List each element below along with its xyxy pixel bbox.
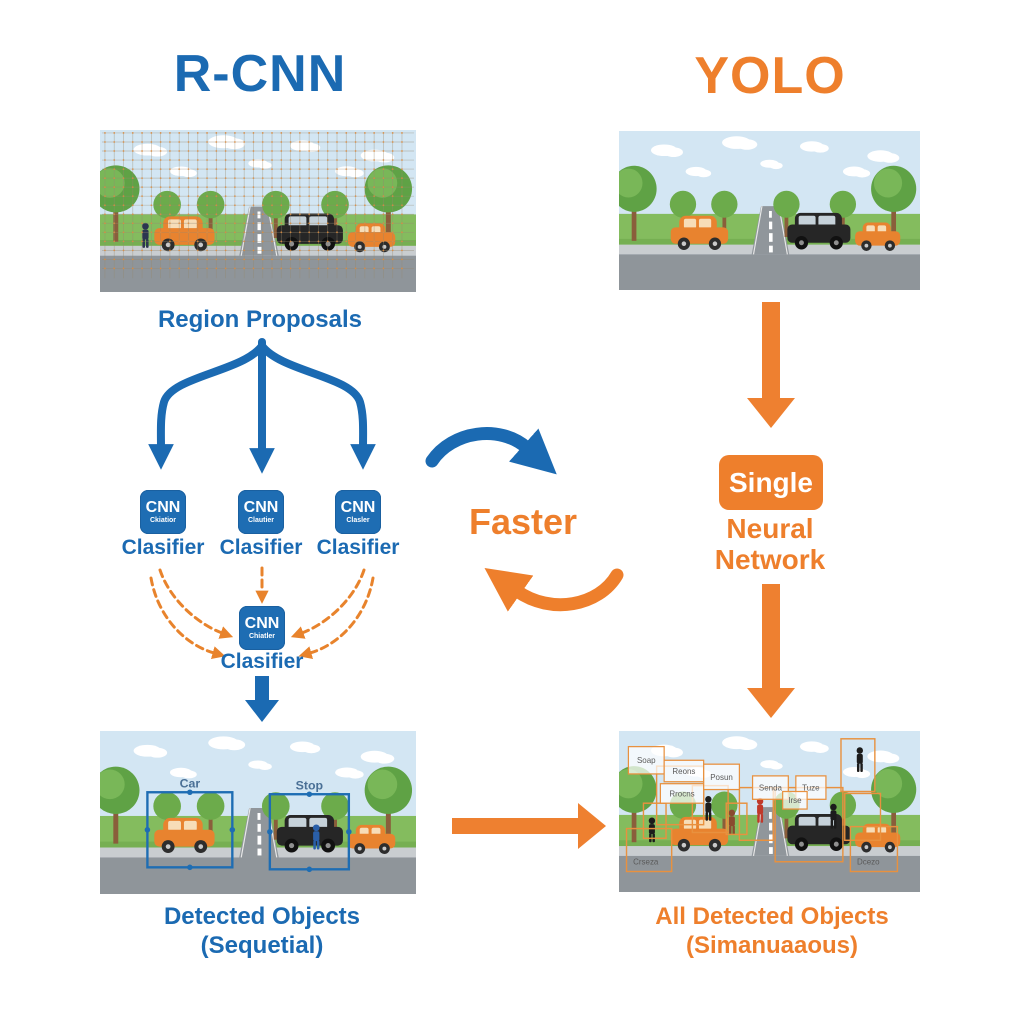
- cnn-box-subtitle: Clasler: [346, 517, 370, 524]
- cnn-classifier-box-1: CNN Ckiatior: [140, 490, 186, 534]
- neural-network-label-line2: Network: [714, 544, 826, 575]
- svg-text:Soap: Soap: [637, 756, 656, 765]
- rcnn-output-caption: Detected Objects (Sequetial): [90, 902, 434, 960]
- yolo-title: YOLO: [694, 47, 846, 105]
- cnn-merge-box: CNN Chiatler: [239, 606, 285, 650]
- faster-label: Faster: [468, 501, 578, 542]
- svg-text:Stop: Stop: [296, 778, 324, 792]
- classifier-label-1: Clasifier: [121, 536, 205, 559]
- rcnn-output-arrow: [245, 676, 279, 722]
- yolo-output-caption-line2: (Simanuaaous): [685, 932, 859, 959]
- region-proposals-caption: Region Proposals: [157, 306, 363, 333]
- svg-text:Senda: Senda: [759, 783, 783, 792]
- rcnn-branch-arrows: [148, 338, 376, 474]
- yolo-output-caption-line1: All Detected Objects: [655, 903, 889, 930]
- rcnn-title: R-CNN: [173, 45, 347, 103]
- svg-text:Tuze: Tuze: [802, 783, 820, 792]
- cnn-box-title: CNN: [243, 499, 279, 516]
- yolo-arrow-input-to-network: [747, 302, 795, 428]
- svg-text:Reons: Reons: [672, 767, 695, 776]
- cnn-box-title: CNN: [145, 499, 181, 516]
- cnn-box-subtitle: Ckiatior: [149, 517, 177, 524]
- classifier-label-3: Clasifier: [316, 536, 400, 559]
- faster-orange-arrow: [484, 568, 624, 612]
- svg-text:Irse: Irse: [788, 796, 802, 805]
- yolo-arrow-network-to-output: [747, 584, 795, 718]
- yolo-output-caption: All Detected Objects (Simanuaaous): [602, 902, 942, 960]
- rcnn-output-image: Car Stop: [100, 731, 416, 894]
- svg-text:Posun: Posun: [710, 773, 733, 782]
- svg-text:Car: Car: [180, 776, 201, 790]
- svg-text:Dcezo: Dcezo: [857, 858, 880, 867]
- svg-text:Crseza: Crseza: [633, 858, 659, 867]
- faster-blue-arrow: [425, 427, 557, 475]
- street-scene-svg: Car Stop: [100, 731, 416, 894]
- rcnn-to-yolo-output-arrow: [452, 803, 606, 849]
- yolo-input-image: [619, 131, 920, 290]
- cnn-box-subtitle: Clautier: [247, 517, 275, 524]
- single-network-box: Single: [719, 455, 823, 510]
- rcnn-input-image: [100, 130, 416, 292]
- rcnn-output-caption-line1: Detected Objects: [163, 903, 361, 930]
- rcnn-output-caption-line2: (Sequetial): [200, 932, 324, 959]
- cnn-box-title: CNN: [340, 499, 376, 516]
- cnn-box-subtitle: Chiatler: [248, 633, 276, 640]
- cnn-box-title: CNN: [244, 615, 280, 632]
- street-scene-svg: [100, 130, 416, 292]
- street-scene-svg: [619, 131, 920, 290]
- svg-text:Rrocns: Rrocns: [669, 789, 694, 798]
- single-box-label: Single: [728, 466, 813, 498]
- cnn-classifier-box-3: CNN Clasler: [335, 490, 381, 534]
- classifier-label-2: Clasifier: [219, 536, 303, 559]
- cnn-classifier-box-2: CNN Clautier: [238, 490, 284, 534]
- neural-network-label-line1: Neural: [726, 513, 814, 544]
- classifier-label-merge: Clasifier: [220, 650, 304, 673]
